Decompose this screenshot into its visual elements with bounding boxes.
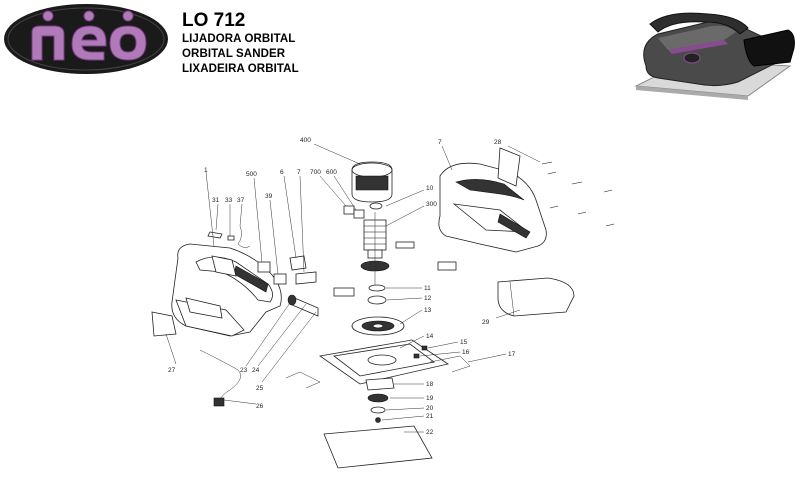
small-part-31 xyxy=(207,231,223,239)
bearing-part-12 xyxy=(367,295,387,305)
part-labels: 1 31 33 37 500 39 6 7 700 600 400 10 300… xyxy=(168,137,516,436)
screw-part-21 xyxy=(375,417,381,423)
label-7a: 7 xyxy=(297,169,301,176)
side-plate-part xyxy=(151,311,177,337)
label-18: 18 xyxy=(426,381,434,388)
bearing-part-10 xyxy=(369,202,383,210)
part-700 xyxy=(343,205,355,215)
label-23: 23 xyxy=(240,367,248,374)
brush-part-center xyxy=(437,261,457,271)
pad-base-part-14 xyxy=(318,339,449,385)
brush-part-right xyxy=(395,241,415,249)
product-photo xyxy=(634,12,795,100)
title-english: ORBITAL SANDER xyxy=(182,48,286,60)
label-300: 300 xyxy=(426,201,437,208)
part-600 xyxy=(353,209,365,219)
label-600: 600 xyxy=(326,169,337,176)
label-25: 25 xyxy=(256,385,264,392)
plug-part-26 xyxy=(213,397,225,407)
leader-lines xyxy=(165,143,541,433)
shaft-part-23 xyxy=(287,294,319,317)
power-cable-part-26 xyxy=(199,349,241,407)
right-housing-part xyxy=(438,162,547,253)
part-18 xyxy=(365,377,395,391)
model-number: LO 712 xyxy=(182,10,246,31)
label-700: 700 xyxy=(310,169,321,176)
label-26: 26 xyxy=(256,403,264,410)
label-29: 29 xyxy=(482,319,490,326)
bearing-part-19 xyxy=(367,393,389,403)
label-19: 19 xyxy=(426,395,434,402)
label-31: 31 xyxy=(212,197,220,204)
label-15: 15 xyxy=(460,339,468,346)
screws-part-28 xyxy=(497,147,615,227)
stator-part-400 xyxy=(351,161,393,203)
armature-part-300 xyxy=(360,212,390,290)
brush-part-left xyxy=(333,287,355,297)
bearing-part-11 xyxy=(368,284,386,292)
screw-part-16 xyxy=(413,353,420,359)
label-7b: 7 xyxy=(438,139,442,146)
label-21: 21 xyxy=(426,413,434,420)
label-37: 37 xyxy=(237,197,245,204)
label-39: 39 xyxy=(265,193,273,200)
header: LO 712 LIJADORA ORBITAL ORBITAL SANDER L… xyxy=(182,10,299,77)
label-20: 20 xyxy=(426,405,434,412)
label-10: 10 xyxy=(426,185,434,192)
label-27: 27 xyxy=(168,367,176,374)
label-12: 12 xyxy=(424,295,432,302)
base-plate-part-22 xyxy=(323,425,433,469)
label-500: 500 xyxy=(246,171,257,178)
label-400: 400 xyxy=(300,137,311,144)
switch-part-500 xyxy=(257,261,271,273)
title-spanish: LIJADORA ORBITAL xyxy=(182,33,296,45)
label-22: 22 xyxy=(426,429,434,436)
title-portuguese: LIXADEIRA ORBITAL xyxy=(182,63,299,75)
label-33: 33 xyxy=(225,197,233,204)
brush-holder-part-6 xyxy=(289,255,307,271)
spring-part-37 xyxy=(237,225,251,248)
label-6: 6 xyxy=(280,169,284,176)
label-14: 14 xyxy=(426,333,434,340)
label-16: 16 xyxy=(462,349,470,356)
clamp-part-17 xyxy=(429,355,471,373)
label-13: 13 xyxy=(424,307,432,314)
left-housing-part xyxy=(171,243,282,337)
neo-logo: neo xyxy=(4,4,168,74)
fan-part-13 xyxy=(351,316,405,336)
screw-part-15 xyxy=(421,345,428,351)
label-11: 11 xyxy=(424,285,431,292)
label-28: 28 xyxy=(494,139,502,146)
dust-bag-part-29 xyxy=(497,277,575,317)
label-24: 24 xyxy=(252,367,260,374)
small-part-33 xyxy=(227,235,235,241)
label-17: 17 xyxy=(508,351,516,358)
brush-part-7a xyxy=(295,271,317,285)
label-1: 1 xyxy=(204,167,208,174)
clamp-part-left xyxy=(285,371,321,389)
switch-part-39 xyxy=(273,273,287,285)
washer-part-20 xyxy=(370,406,386,414)
